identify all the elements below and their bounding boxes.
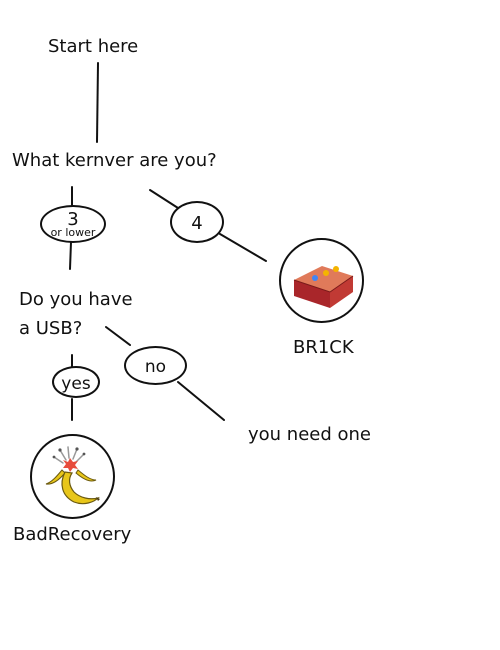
- edge-yes-text: yes: [61, 374, 91, 394]
- edge-no-to-need: [177, 381, 225, 421]
- brick-circle: [279, 238, 364, 323]
- start-label: Start here: [48, 36, 139, 57]
- edge-start-to-kernver: [96, 62, 99, 143]
- edge-4-to-brick: [219, 233, 267, 262]
- edge-usb-to-no: [105, 326, 131, 346]
- need-usb-outcome: you need one: [248, 424, 371, 445]
- edge-label-4: 4: [170, 201, 224, 243]
- badrecovery-circle: [30, 434, 115, 519]
- edge-kernver-to-4: [149, 189, 179, 209]
- edge-3-main: 3: [67, 209, 79, 230]
- edge-no-text: no: [144, 357, 167, 377]
- exploding-banana-icon: [45, 446, 100, 505]
- edge-3-to-usb: [69, 241, 72, 270]
- edge-label-no: no: [124, 346, 187, 385]
- brick-icon: [293, 266, 354, 308]
- brick-label: BR1CK: [293, 337, 354, 358]
- usb-question-line1: Do you have: [19, 289, 133, 310]
- kernver-question: What kernver are you?: [12, 150, 217, 171]
- edge-4-text: 4: [191, 213, 203, 234]
- edge-label-yes: yes: [52, 366, 100, 398]
- usb-question-line2: a USB?: [19, 318, 83, 339]
- edge-label-3-or-lower: 3 or lower: [40, 205, 106, 243]
- badrecovery-label: BadRecovery: [13, 524, 132, 545]
- edge-3-sub: or lower: [50, 226, 96, 239]
